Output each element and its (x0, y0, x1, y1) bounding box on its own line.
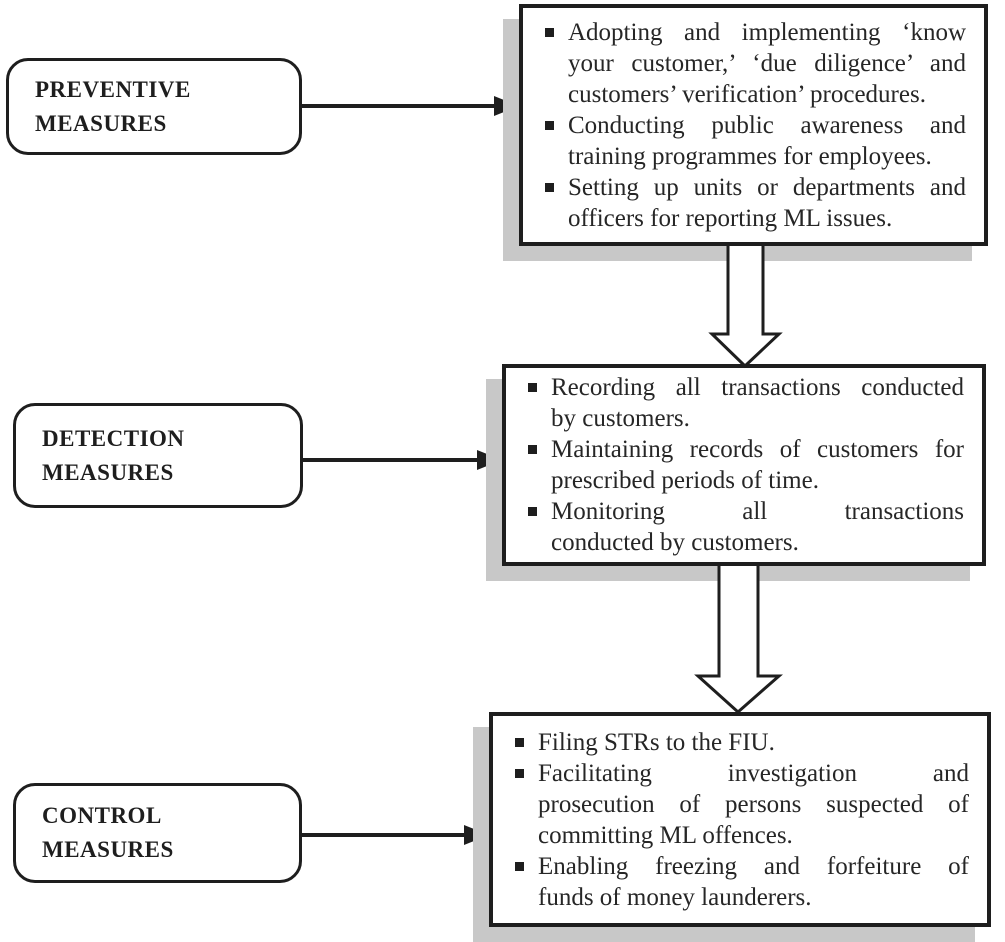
bullet-item: Enabling freezing and forfeiture of fund… (515, 851, 969, 913)
right-arrow-icon (302, 94, 519, 118)
bullet-line: Filing STRs to the FIU. (538, 729, 775, 756)
bullet-item: Adopting and implementing ‘know your cus… (545, 17, 966, 110)
bullet-line: conducted by customers. (551, 529, 799, 556)
bullet-line: Conducting public awareness and (568, 112, 966, 139)
bullet-line: Maintaining records of customers for (551, 436, 964, 463)
bullet-line: customers’ verification’ procedures. (568, 81, 926, 108)
bullet-item: Recording all transactions conducted by … (528, 372, 964, 434)
control-measures-label-box: CONTROL MEASURES (13, 783, 302, 883)
square-bullet-icon (515, 862, 524, 871)
bullet-line: prescribed periods of time. (551, 467, 819, 494)
down-block-arrow-icon (705, 246, 785, 370)
square-bullet-icon (528, 445, 537, 454)
bullet-item: Conducting public awareness and training… (545, 110, 966, 172)
detection-measures-label-box: DETECTION MEASURES (13, 403, 303, 508)
label-line: PREVENTIVE (35, 76, 191, 102)
preventive-measures-label-box: PREVENTIVE MEASURES (6, 58, 302, 155)
bullet-line: Enabling freezing and forfeiture of (538, 853, 969, 880)
bullet-line: Monitoring all transactions (551, 498, 964, 525)
bullet-item: Setting up units or departments and offi… (545, 172, 966, 234)
square-bullet-icon (515, 738, 524, 747)
bullet-line: Facilitating investigation and (538, 760, 969, 787)
right-arrow-icon (303, 448, 502, 472)
bullet-line: committing ML offences. (538, 822, 793, 849)
bullet-line: prosecution of persons suspected of (538, 791, 969, 818)
bullet-item: Maintaining records of customers for pre… (528, 434, 964, 496)
bullet-line: Adopting and implementing ‘know (568, 19, 966, 46)
right-arrow-icon (302, 823, 489, 847)
square-bullet-icon (528, 383, 537, 392)
square-bullet-icon (515, 769, 524, 778)
control-measures-panel: Filing STRs to the FIU. Facilitating inv… (489, 712, 991, 927)
bullet-line: funds of money launderers. (538, 884, 812, 911)
label-line: MEASURES (42, 837, 174, 862)
bullet-item: Filing STRs to the FIU. (515, 727, 969, 758)
square-bullet-icon (545, 121, 554, 130)
bullet-line: Setting up units or departments and (568, 174, 966, 201)
bullet-line: training programmes for employees. (568, 143, 932, 170)
bullet-line: by customers. (551, 405, 690, 432)
bullet-line: Recording all transactions conducted (551, 374, 964, 401)
square-bullet-icon (545, 28, 554, 37)
bullet-line: officers for reporting ML issues. (568, 205, 893, 232)
bullet-item: Monitoring all transactions conducted by… (528, 496, 964, 558)
bullet-line: your customer,’ ‘due diligence’ and (568, 50, 966, 77)
square-bullet-icon (528, 507, 537, 516)
down-block-arrow-icon (690, 566, 786, 716)
detection-measures-panel: Recording all transactions conducted by … (502, 364, 986, 566)
label-line: CONTROL (42, 803, 162, 828)
bullet-item: Facilitating investigation and prosecuti… (515, 758, 969, 851)
label-line: DETECTION (42, 425, 185, 451)
label-line: MEASURES (35, 110, 167, 136)
label-line: MEASURES (42, 459, 174, 485)
square-bullet-icon (545, 183, 554, 192)
preventive-measures-panel: Adopting and implementing ‘know your cus… (519, 4, 988, 246)
